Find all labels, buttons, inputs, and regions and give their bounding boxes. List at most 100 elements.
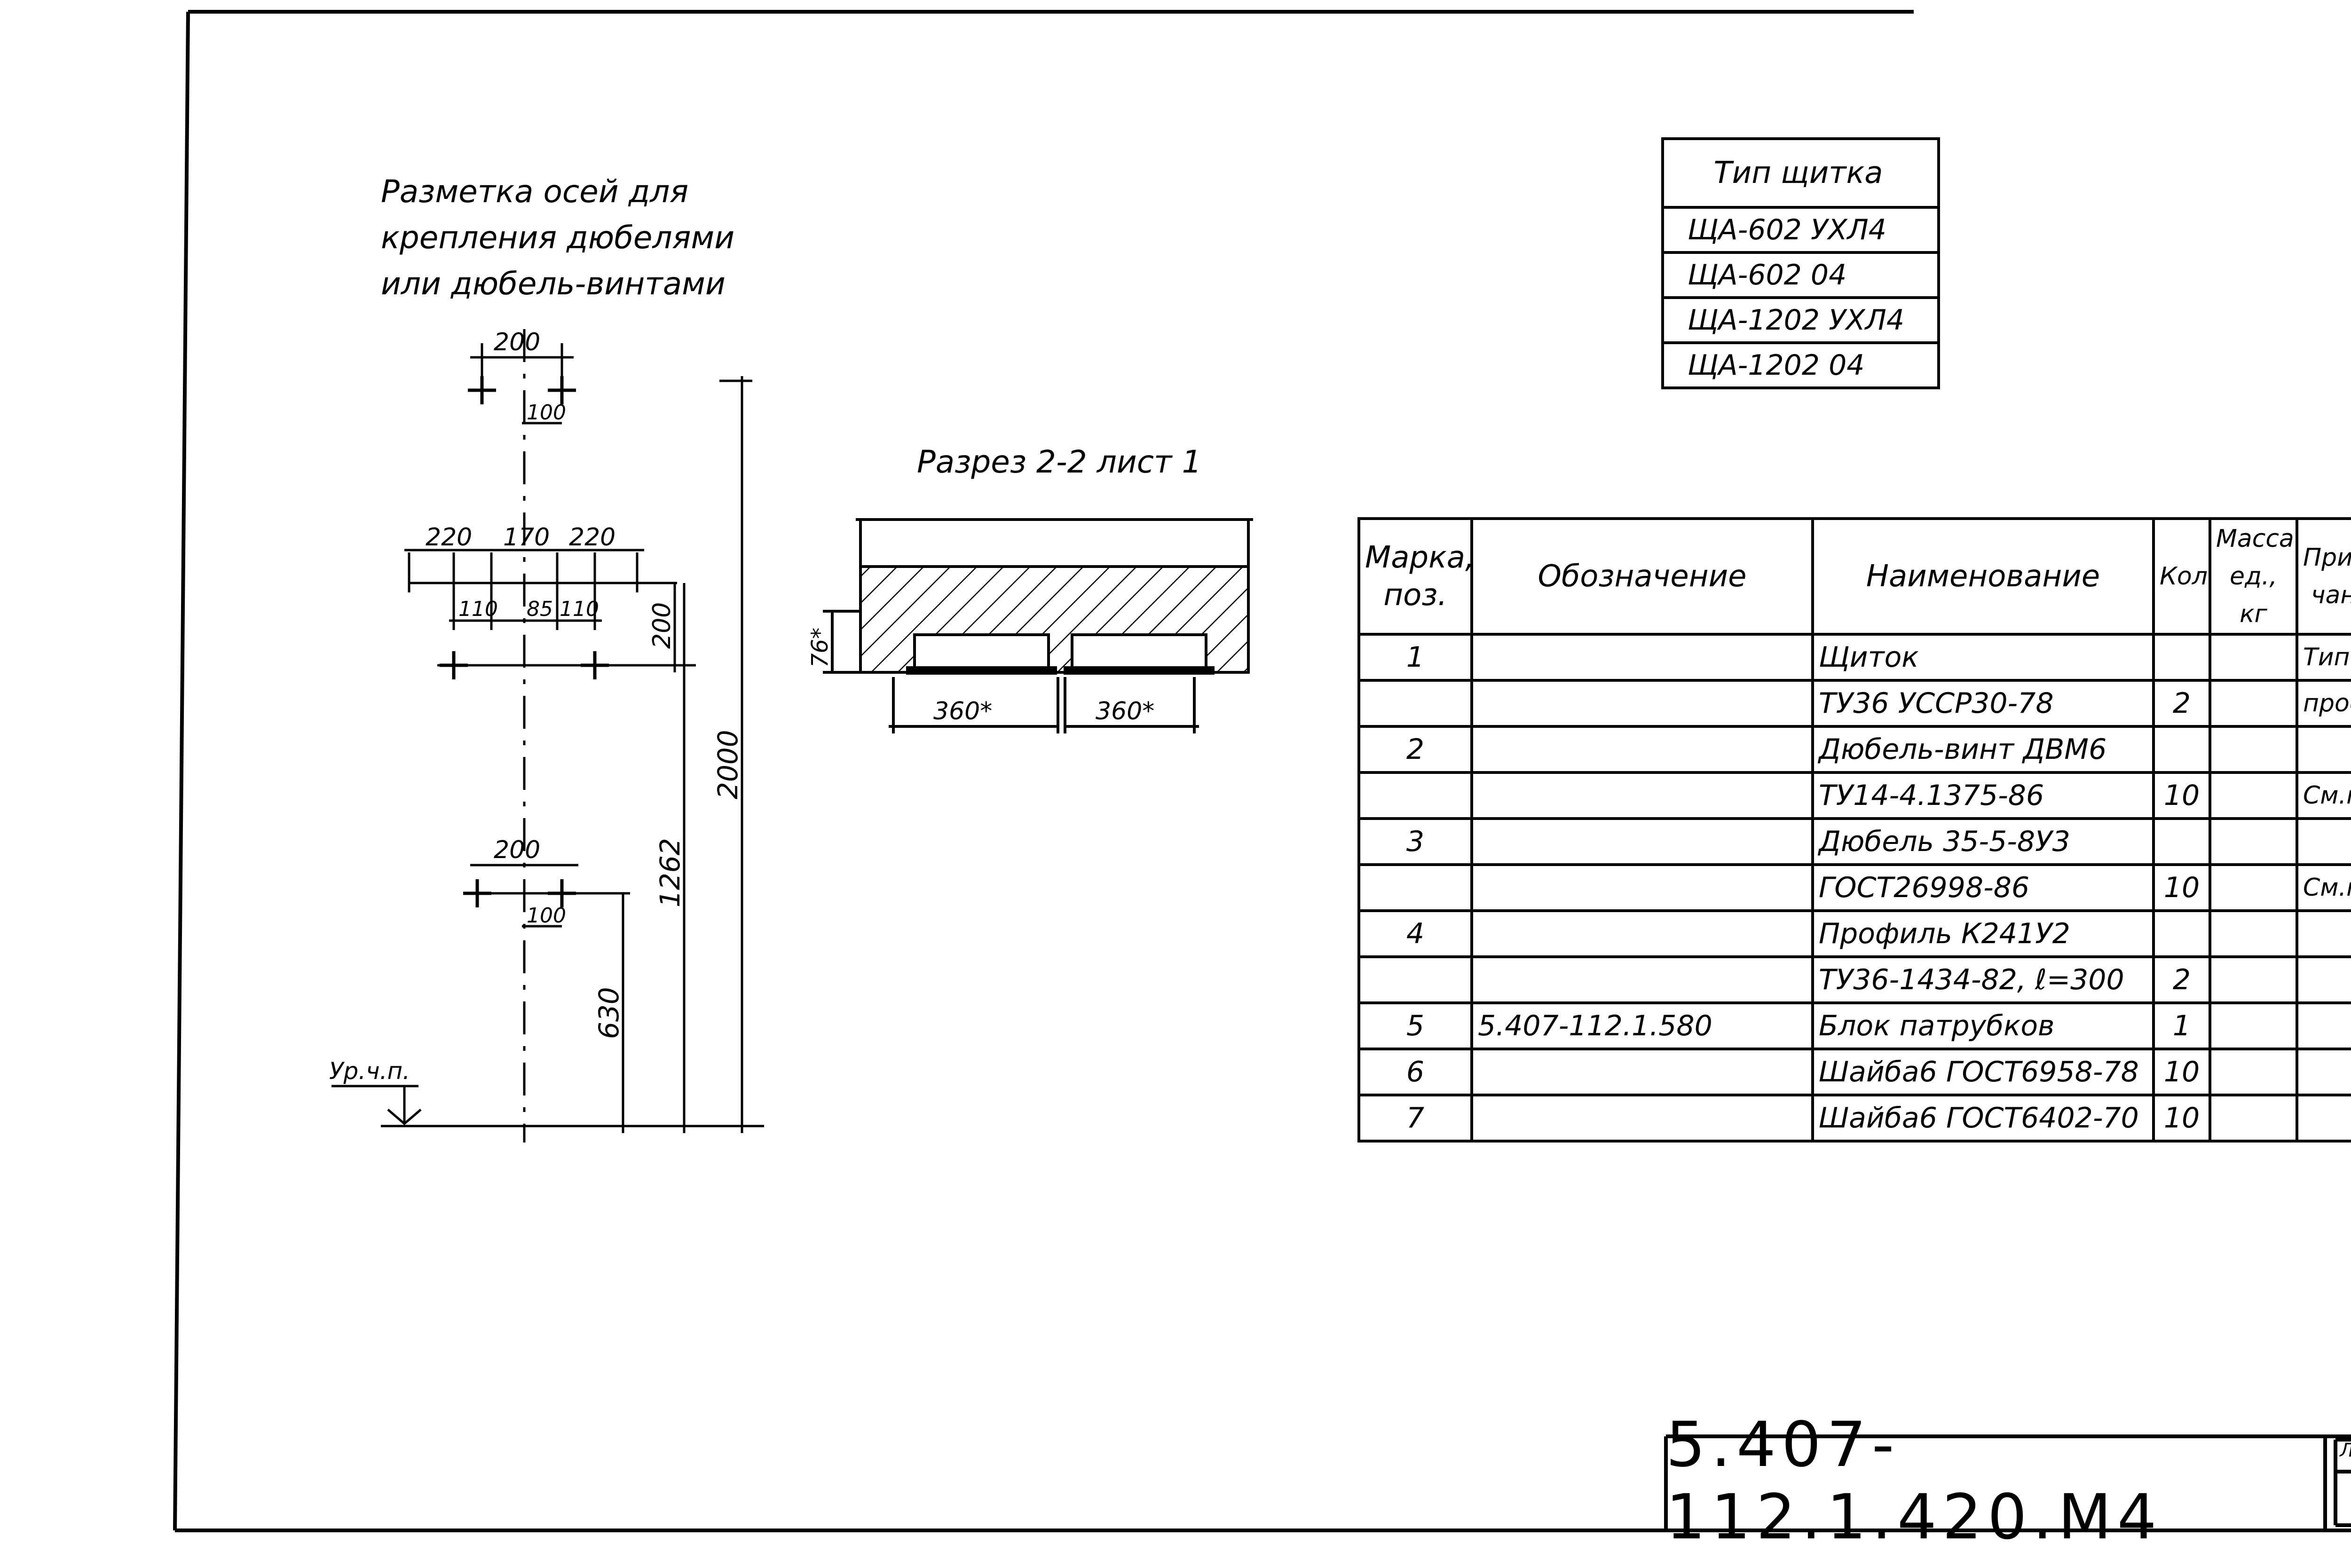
cell-designation bbox=[1470, 955, 1814, 1004]
cell-mark: 5 bbox=[1357, 1001, 1473, 1050]
cell-note: проекту bbox=[2296, 679, 2351, 728]
panel-type-row: ЩА-1202 04 bbox=[1661, 341, 1940, 389]
floor-level-label: Ур.ч.п. bbox=[329, 1057, 410, 1085]
cell-mass bbox=[2209, 633, 2298, 682]
cell-mark: 2 bbox=[1357, 725, 1473, 774]
dim-mid-220-left: 220 bbox=[426, 523, 472, 552]
cell-mark: 3 bbox=[1357, 817, 1473, 866]
dim-top-200: 200 bbox=[494, 328, 540, 356]
cell-mass bbox=[2209, 817, 2298, 866]
table-row: 1 Щиток Тип по bbox=[1357, 633, 2351, 682]
cell-designation bbox=[1470, 725, 1814, 774]
panel-type-row: ЩА-602 04 bbox=[1661, 251, 1940, 299]
cell-qty: 2 bbox=[2152, 955, 2211, 1004]
layout-title-line1: Разметка осей для bbox=[381, 173, 688, 210]
cell-name: Шайба6 ГОСТ6958-78 bbox=[1811, 1048, 2155, 1096]
cell-mass bbox=[2209, 771, 2298, 820]
cell-name: ТУ14-4.1375-86 bbox=[1811, 771, 2155, 820]
section-drawing bbox=[823, 518, 1253, 733]
cell-designation bbox=[1470, 817, 1814, 866]
cell-designation bbox=[1470, 633, 1814, 682]
cell-qty bbox=[2152, 725, 2211, 774]
panel-type-row: ЩА-1202 УХЛ4 bbox=[1661, 296, 1940, 344]
dim-mid-110-left: 110 bbox=[458, 597, 498, 621]
header-note: Приме- чание bbox=[2296, 517, 2351, 636]
layout-title-line3: или дюбель-винтами bbox=[381, 266, 726, 302]
cell-name: ТУ36 УССР30-78 bbox=[1811, 679, 2155, 728]
cell-mark: 7 bbox=[1357, 1094, 1473, 1143]
specification-table: Марка, поз. Обозначение Наименование Кол… bbox=[1357, 517, 2351, 1143]
cell-qty: 2 bbox=[2152, 679, 2211, 728]
table-row: 3 Дюбель 35-5-8У3 bbox=[1357, 817, 2351, 866]
dim-mid-200-vertical: 200 bbox=[648, 602, 676, 649]
dim-top-100: 100 bbox=[527, 401, 566, 425]
cell-qty: 10 bbox=[2152, 1048, 2211, 1096]
panel-type-table: Тип щитка ЩА-602 УХЛ4 ЩА-602 04 ЩА-1202 … bbox=[1661, 137, 1940, 389]
cell-qty: 1 bbox=[2152, 1001, 2211, 1050]
dim-bot-200: 200 bbox=[494, 836, 540, 864]
cell-designation bbox=[1470, 863, 1814, 912]
cell-mass bbox=[2209, 679, 2298, 728]
header-mass: Масса ед., кг bbox=[2209, 517, 2298, 636]
header-qty: Кол. bbox=[2152, 517, 2211, 636]
axis-layout bbox=[331, 329, 764, 1143]
cell-qty: 10 bbox=[2152, 863, 2211, 912]
cell-note bbox=[2296, 955, 2351, 1004]
cell-mark bbox=[1357, 863, 1473, 912]
table-row: 4 Профиль К241У2 bbox=[1357, 909, 2351, 958]
cell-qty: 10 bbox=[2152, 771, 2211, 820]
header-mark: Марка, поз. bbox=[1357, 517, 1473, 636]
cell-mass bbox=[2209, 955, 2298, 1004]
cell-mass bbox=[2209, 1001, 2298, 1050]
cell-note bbox=[2296, 1094, 2351, 1143]
cell-note bbox=[2296, 817, 2351, 866]
section-dim-360-left: 360* bbox=[933, 697, 992, 725]
spec-header-row: Марка, поз. Обозначение Наименование Кол… bbox=[1357, 517, 2351, 636]
table-row: ГОСТ26998-86 10 См.п.2 bbox=[1357, 863, 2351, 912]
axis-layout-crosses bbox=[440, 376, 609, 907]
cell-note: См.п.2 bbox=[2296, 863, 2351, 912]
section-dim-360-right: 360* bbox=[1096, 697, 1154, 725]
cell-mark bbox=[1357, 955, 1473, 1004]
cell-designation bbox=[1470, 771, 1814, 820]
cell-name: Блок патрубков bbox=[1811, 1001, 2155, 1050]
cell-note bbox=[2296, 1001, 2351, 1050]
cell-designation bbox=[1470, 679, 1814, 728]
cell-name: ГОСТ26998-86 bbox=[1811, 863, 2155, 912]
cell-note bbox=[2296, 909, 2351, 958]
table-row: ТУ14-4.1375-86 10 См.п.2 bbox=[1357, 771, 2351, 820]
section-dim-76: 76* bbox=[807, 628, 833, 668]
cell-designation bbox=[1470, 1094, 1814, 1143]
table-row: 7 Шайба6 ГОСТ6402-70 10 bbox=[1357, 1094, 2351, 1143]
cell-mass bbox=[2209, 725, 2298, 774]
panel-type-header: Тип щитка bbox=[1661, 137, 1940, 209]
cell-mark bbox=[1357, 679, 1473, 728]
panel-type-row: ЩА-602 УХЛ4 bbox=[1661, 206, 1940, 254]
dim-mid-85: 85 bbox=[527, 597, 553, 621]
cell-note bbox=[2296, 725, 2351, 774]
table-row: 2 Дюбель-винт ДВМ6 bbox=[1357, 725, 2351, 774]
cell-mass bbox=[2209, 1094, 2298, 1143]
cell-mark: 1 bbox=[1357, 633, 1473, 682]
sheet-number-box: Лист 2 bbox=[2335, 1440, 2351, 1525]
cell-name: ТУ36-1434-82, ℓ=300 bbox=[1811, 955, 2155, 1004]
header-name: Наименование bbox=[1811, 517, 2155, 636]
sheet-label: Лист bbox=[2335, 1440, 2351, 1461]
cell-qty bbox=[2152, 817, 2211, 866]
cell-designation bbox=[1470, 909, 1814, 958]
dim-bot-100: 100 bbox=[527, 904, 566, 928]
cell-mark: 6 bbox=[1357, 1048, 1473, 1096]
cell-qty bbox=[2152, 633, 2211, 682]
sheet-number: 2 bbox=[2335, 1475, 2351, 1519]
cell-name: Дюбель 35-5-8У3 bbox=[1811, 817, 2155, 866]
cell-qty: 10 bbox=[2152, 1094, 2211, 1143]
cell-note: См.п.2 bbox=[2296, 771, 2351, 820]
dim-mid-220-right: 220 bbox=[569, 523, 615, 552]
cell-mark bbox=[1357, 771, 1473, 820]
document-code: 5.407-112.1.420.М4 bbox=[1666, 1409, 2162, 1553]
cell-mass bbox=[2209, 1048, 2298, 1096]
cell-designation: 5.407-112.1.580 bbox=[1470, 1001, 1814, 1050]
table-row: 5 5.407-112.1.580 Блок патрубков 1 bbox=[1357, 1001, 2351, 1050]
cell-qty bbox=[2152, 909, 2211, 958]
